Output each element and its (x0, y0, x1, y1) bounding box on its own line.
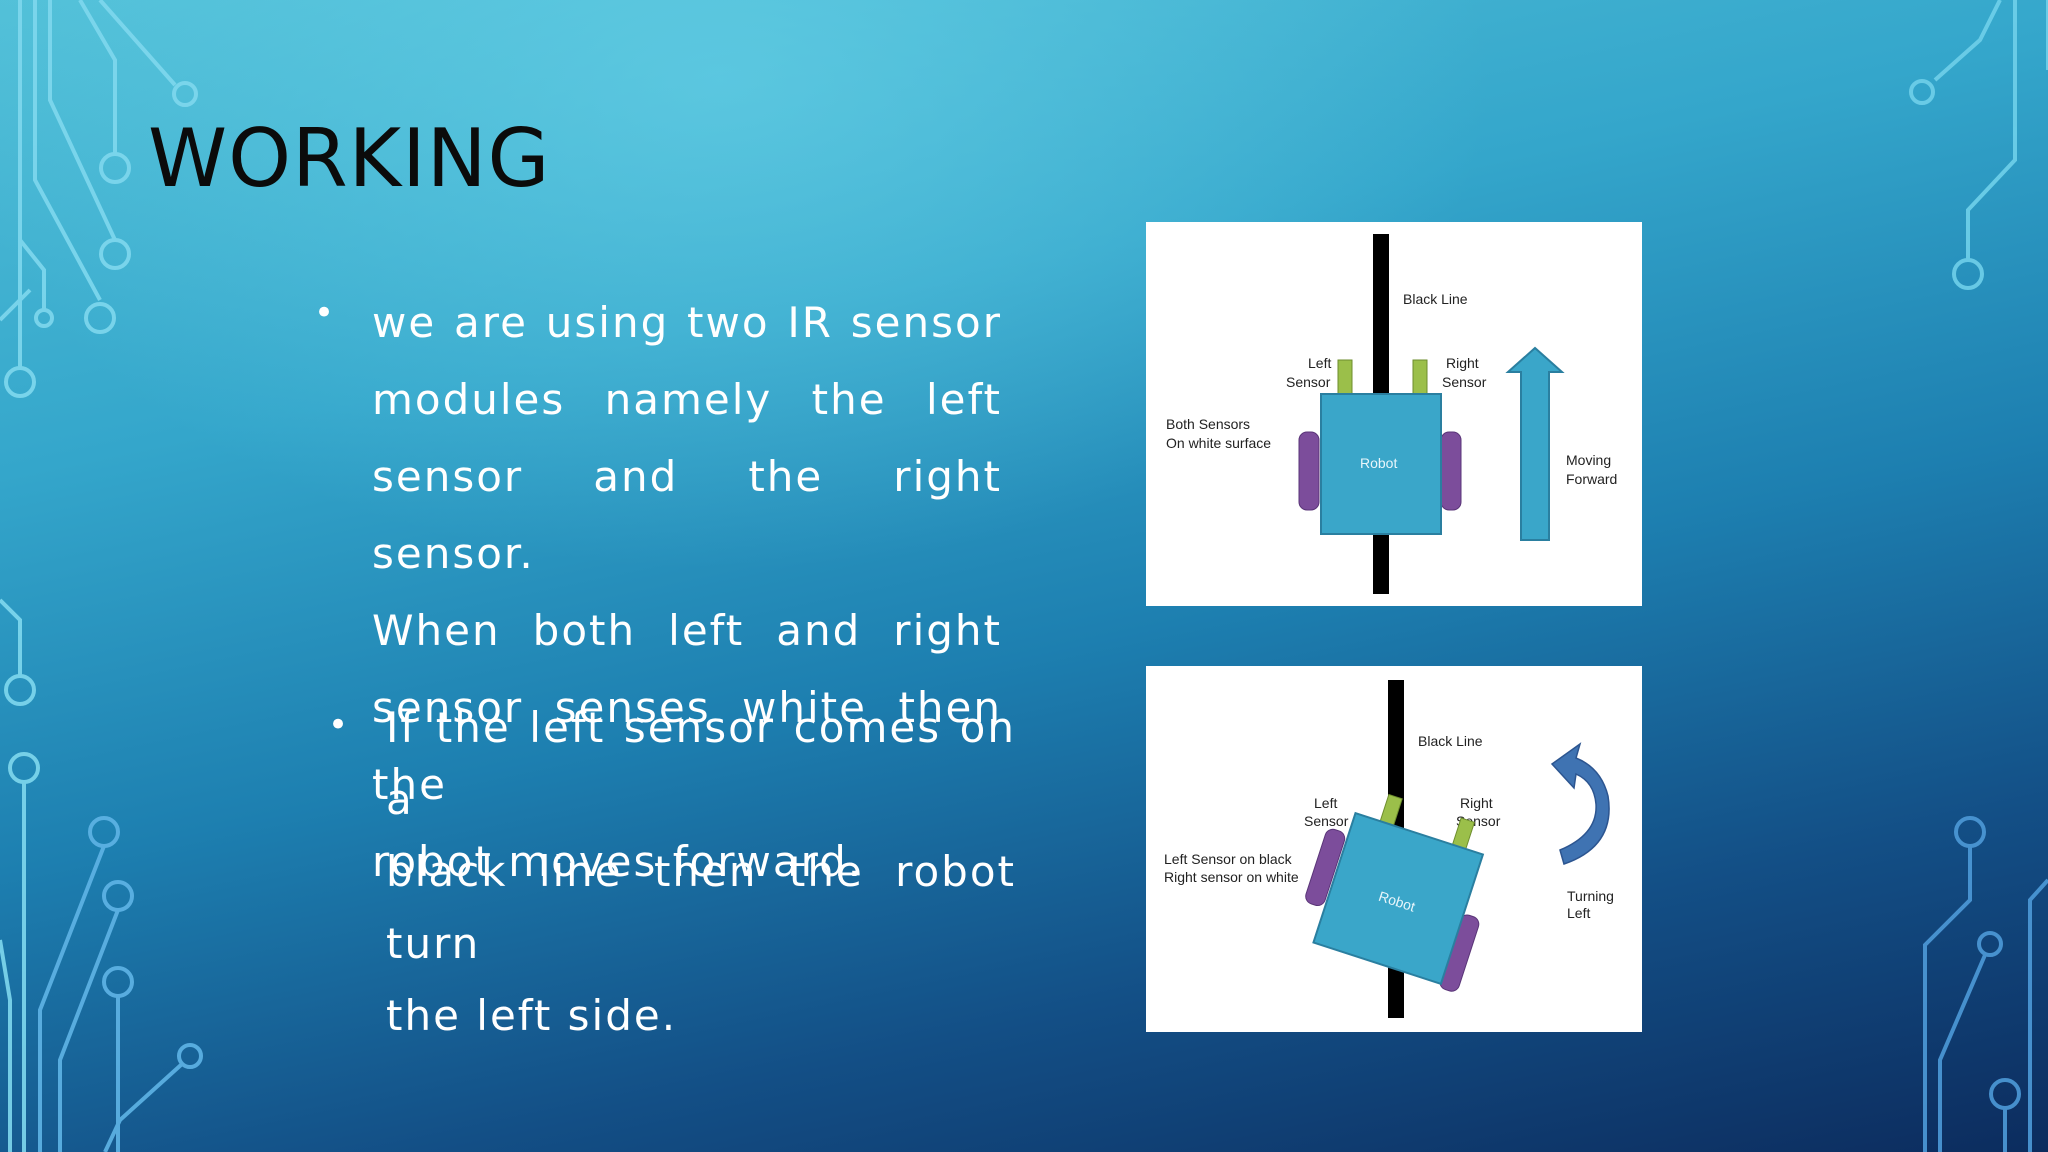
right-sensor (1412, 359, 1428, 397)
text-line: modules namely the left (372, 375, 1002, 424)
right-wheel (1440, 431, 1462, 511)
robot-body (1320, 393, 1442, 535)
text-line: When both left and right (372, 606, 1002, 655)
text-line: sensor and the right sensor. (372, 452, 1002, 578)
left-wheel (1305, 828, 1346, 907)
turn-left-arrow (1550, 742, 1610, 865)
forward-arrow (1505, 346, 1565, 541)
text-line: robot moves forward. (372, 837, 864, 886)
bullet-marker: • (314, 293, 335, 333)
text-line: sensor senses white then the (372, 683, 1002, 809)
black-line-label: Black Line (1418, 733, 1483, 749)
slide-title: WORKING (148, 112, 551, 205)
text-line: the left side. (386, 991, 678, 1040)
bullet-text-forward: we are using two IR sensor modules namel… (372, 284, 1002, 900)
black-line-label: Black Line (1403, 291, 1468, 307)
bullet-text-turn-left: If the left sensor comes on a black line… (386, 692, 1016, 1052)
left-wheel (1298, 431, 1320, 511)
text-line: If the left sensor comes on a (386, 703, 1016, 824)
text-line: black line then the robot turn (386, 847, 1016, 968)
text-line: we are using two IR sensor (372, 298, 1002, 347)
bullet-marker: • (328, 705, 349, 745)
robot-label: Robot (1360, 455, 1397, 471)
robot-body (1312, 811, 1485, 986)
left-sensor (1337, 359, 1353, 397)
